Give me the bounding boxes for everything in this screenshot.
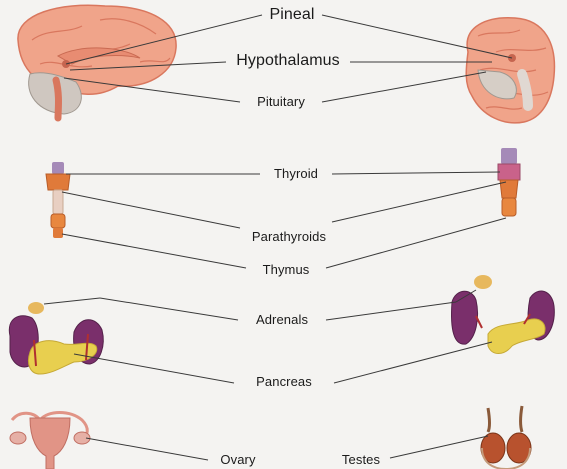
testes-illustration — [481, 406, 531, 469]
pancreas-leader-left — [74, 354, 234, 383]
label-hypothalamus: Hypothalamus — [234, 52, 341, 70]
label-testes: Testes — [340, 452, 382, 467]
ovary-illustration — [10, 413, 90, 469]
adrenals-leader-left-b — [44, 298, 100, 304]
parathyroids-leader-left — [62, 192, 240, 228]
brain-left-illustration — [18, 5, 176, 118]
kidneys-pancreas-left-illustration — [9, 302, 103, 374]
label-adrenals: Adrenals — [254, 312, 310, 327]
thyroid-left-illustration — [46, 162, 70, 238]
thymus-leader-left — [62, 234, 246, 268]
kidneys-pancreas-right-illustration — [452, 275, 555, 354]
ovary-leader — [86, 438, 208, 460]
label-ovary: Ovary — [218, 452, 257, 467]
thyroid-right-illustration — [498, 148, 520, 216]
label-pancreas: Pancreas — [254, 374, 314, 389]
label-pituitary: Pituitary — [255, 94, 307, 109]
adrenals-leader-left-a — [100, 298, 238, 320]
pituitary-leader-right — [322, 72, 486, 102]
testes-leader — [390, 436, 488, 458]
thymus-leader-right — [326, 218, 506, 268]
parathyroids-leader-right — [332, 182, 506, 222]
label-pineal: Pineal — [267, 6, 316, 24]
label-thymus: Thymus — [261, 262, 312, 277]
brain-right-illustration — [466, 18, 554, 123]
label-parathyroids: Parathyroids — [250, 229, 328, 244]
adrenals-leader-right-a — [326, 302, 456, 320]
label-thyroid: Thyroid — [272, 166, 320, 181]
thyroid-leader-right — [332, 172, 500, 174]
pancreas-leader-right — [334, 342, 492, 383]
